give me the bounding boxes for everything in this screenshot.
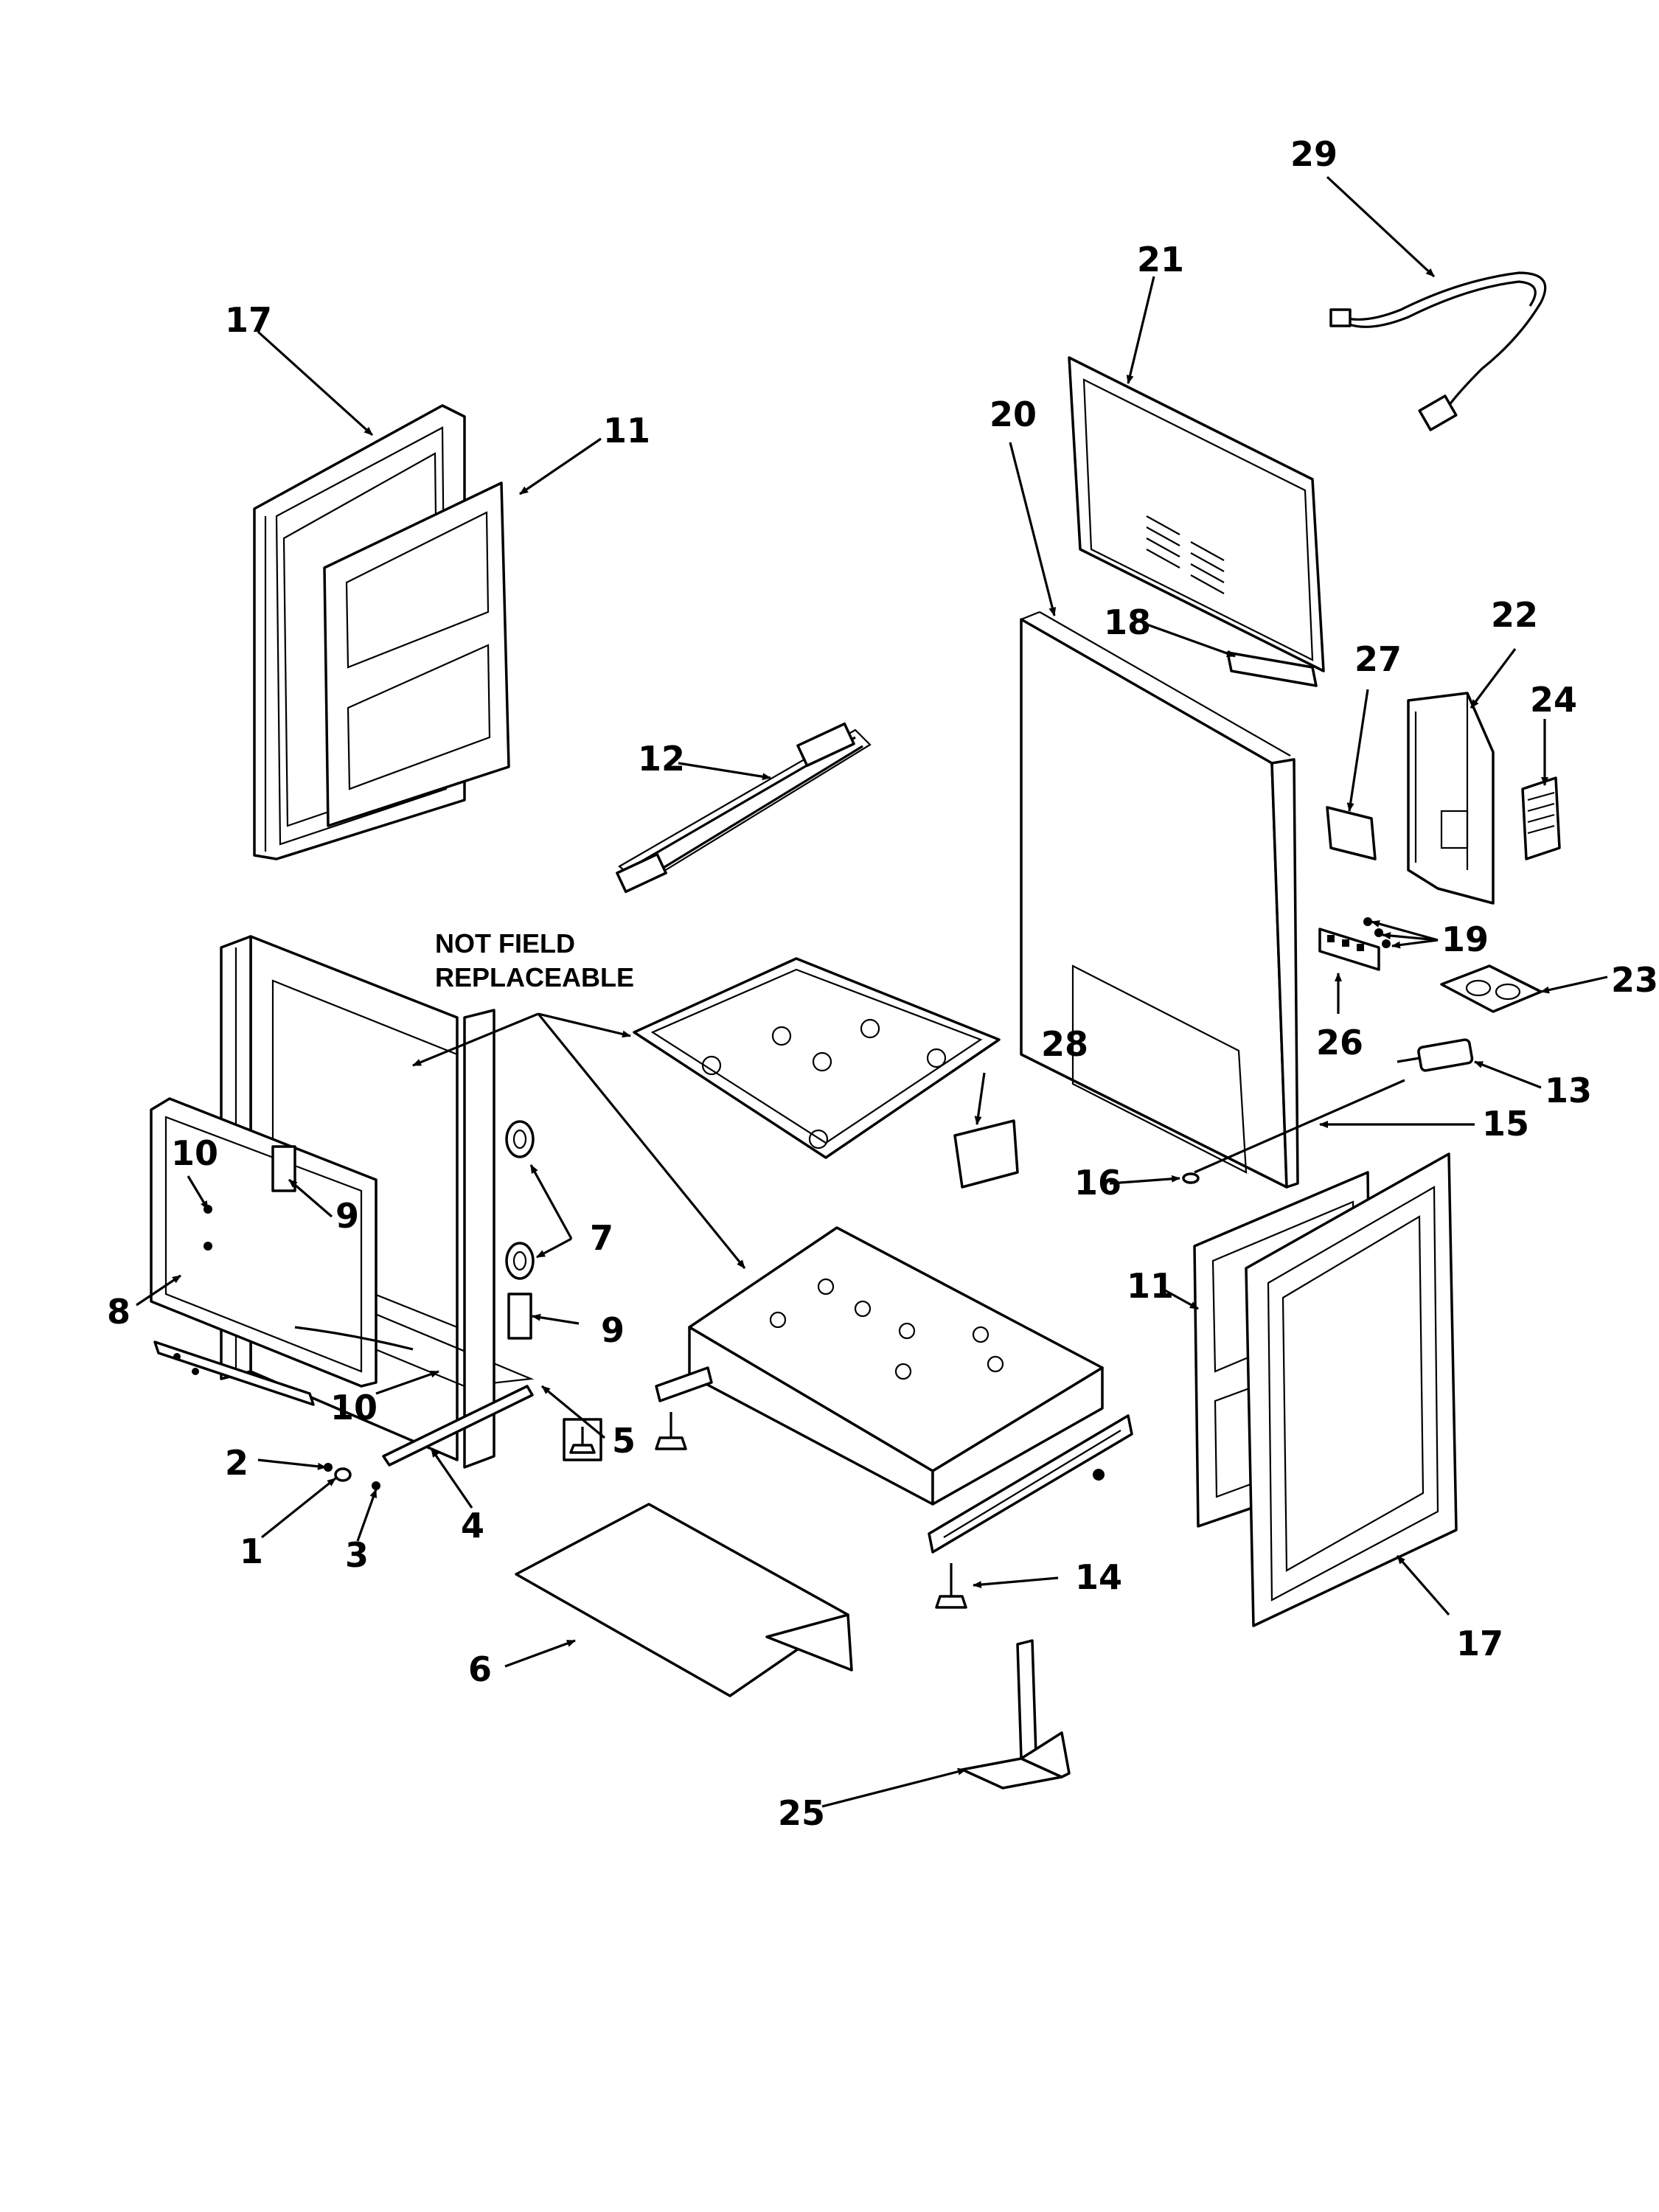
part-24-vent-cover [1521,776,1561,860]
callout-11-right: 11 [1127,1266,1174,1306]
part-9-hinge-b [507,1293,532,1340]
part-13-connector [1397,1038,1474,1072]
callout-21: 21 [1137,240,1184,279]
callout-8: 8 [107,1292,131,1332]
base-rail-left [655,1366,713,1402]
callout-labels: 17 11 29 21 20 18 22 27 24 12 19 23 26 1… [107,134,1658,1833]
base-rail-right [928,1414,1133,1554]
part-28-pad [953,1119,1019,1189]
part-19-screws [1363,917,1391,948]
callout-20: 20 [990,394,1037,434]
part-7-knob-b [505,1242,535,1280]
part-12-element [616,722,872,894]
part-26-terminal-block [1318,928,1380,971]
part-3-screw [372,1481,380,1490]
callout-16: 16 [1074,1163,1121,1203]
base-pan [688,1226,1104,1506]
part-14-leveling-leg [935,1563,967,1609]
callout-22: 22 [1491,595,1538,635]
callout-18: 18 [1104,602,1151,642]
part-7-knob-a [505,1120,535,1158]
callout-13: 13 [1545,1071,1592,1110]
part-11-left-insulation [323,481,510,827]
part-29-power-cord [1329,271,1547,431]
part-5-leveling-leg [563,1418,602,1461]
part-16-pin [1182,1172,1200,1184]
callout-4: 4 [461,1506,484,1545]
part-23-plate [1440,964,1543,1013]
callout-19: 19 [1441,919,1489,959]
part-8-gasket [150,1097,378,1388]
callout-11-left: 11 [603,411,650,451]
part-21-rear-panel [1068,356,1325,672]
part-10-wire-b [294,1326,414,1351]
part-22-junction-box [1407,692,1495,905]
callout-2: 2 [225,1443,248,1483]
part-25-bracket [961,1639,1071,1790]
callout-12: 12 [638,739,685,779]
callout-5: 5 [612,1421,636,1461]
callout-9-upper: 9 [335,1196,359,1236]
part-20-cabinet-wrapper [1020,611,1299,1189]
base-screw [1093,1469,1105,1481]
callout-10-upper: 10 [171,1133,218,1173]
note-line-2: REPLACEABLE [435,962,634,992]
callout-10-lower: 10 [330,1388,378,1427]
callout-3: 3 [345,1535,369,1575]
part-27-plate [1326,806,1377,860]
callout-27: 27 [1354,639,1402,679]
part-4-rail [382,1385,534,1467]
callout-24: 24 [1530,680,1577,720]
callout-1: 1 [240,1531,263,1571]
callout-23: 23 [1611,960,1658,1000]
part-17-right-side-panel [1245,1152,1458,1627]
part-1-nut [334,1467,352,1482]
note-line-1: NOT FIELD [435,928,575,959]
callout-14: 14 [1075,1557,1122,1597]
callout-17-right: 17 [1456,1624,1503,1663]
callout-25: 25 [778,1793,825,1833]
callout-28: 28 [1041,1024,1088,1064]
callout-26: 26 [1316,1023,1363,1062]
callout-6: 6 [468,1649,492,1689]
callout-9-lower: 9 [601,1310,625,1350]
callout-29: 29 [1290,134,1338,174]
callout-7: 7 [590,1218,613,1258]
callout-17-left: 17 [225,300,272,340]
part-9-hinge-a [271,1145,296,1192]
part-18-bracket [1226,651,1318,687]
leader-lines [136,175,1608,1808]
base-leveling-leg [655,1412,687,1450]
not-field-replaceable-note: NOT FIELD REPLACEABLE [435,928,634,992]
callout-15: 15 [1482,1104,1529,1144]
part-6-drawer-bottom [515,1503,853,1697]
burner-tray [633,957,1001,1159]
part-15-rod [1194,1079,1405,1174]
bottom-rail-left [153,1340,315,1406]
